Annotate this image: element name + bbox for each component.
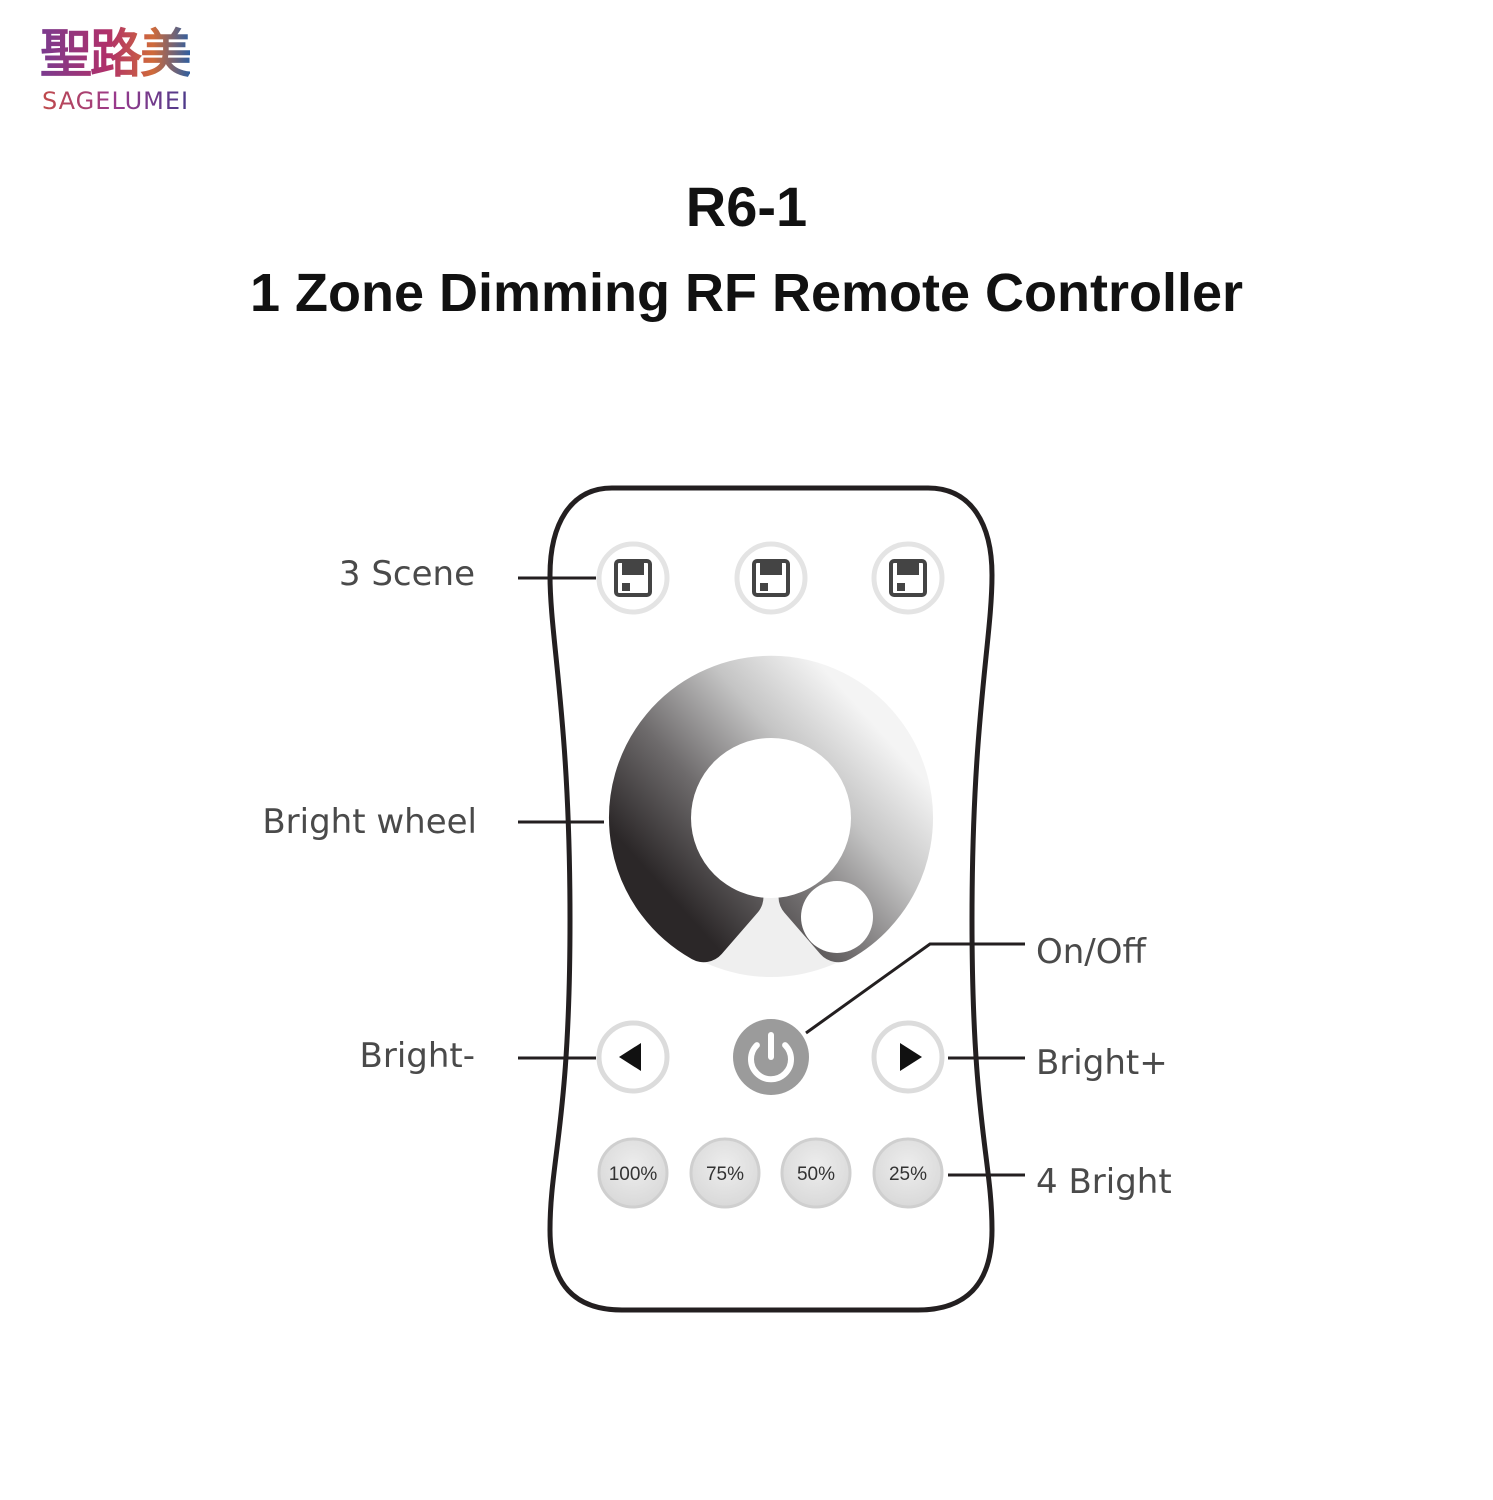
preset-label: 100% xyxy=(609,1164,658,1185)
label-bright-wheel: Bright wheel xyxy=(262,802,477,842)
preset-label: 75% xyxy=(706,1164,744,1185)
preset-label: 25% xyxy=(889,1164,927,1185)
logo-latin-text: SAGELUMEI xyxy=(42,87,190,115)
label-3-scene: 3 Scene xyxy=(338,554,475,594)
wheel-light-end xyxy=(801,881,873,953)
preset-label: 50% xyxy=(797,1164,835,1185)
brightness-wheel[interactable] xyxy=(609,655,933,977)
floppy-disk-icon xyxy=(614,559,652,597)
label-bright-minus: Bright- xyxy=(359,1036,475,1076)
scene-button-1[interactable] xyxy=(596,541,670,615)
floppy-disk-icon xyxy=(752,559,790,597)
label-4-bright: 4 Bright xyxy=(1036,1162,1172,1202)
preset-button-50[interactable]: 50% xyxy=(780,1137,852,1209)
triangle-left-icon xyxy=(619,1043,641,1071)
floppy-disk-icon xyxy=(889,559,927,597)
bright-plus-button[interactable] xyxy=(871,1020,945,1094)
preset-button-100[interactable]: 100% xyxy=(597,1137,669,1209)
brand-logo: 聖路美 SAGELUMEI xyxy=(40,25,215,120)
power-button[interactable] xyxy=(733,1019,809,1095)
wheel-gradient-arc xyxy=(609,655,933,963)
wheel-center xyxy=(691,738,851,898)
label-bright-plus: Bright+ xyxy=(1036,1043,1168,1083)
triangle-right-icon xyxy=(900,1043,922,1071)
preset-button-75[interactable]: 75% xyxy=(689,1137,761,1209)
scene-button-2[interactable] xyxy=(734,541,808,615)
leader-lines xyxy=(518,576,1025,1177)
label-on-off: On/Off xyxy=(1036,932,1146,972)
power-icon xyxy=(748,1032,794,1083)
page-subtitle: 1 Zone Dimming RF Remote Controller xyxy=(249,263,1244,323)
scene-button-3[interactable] xyxy=(871,541,945,615)
logo-cjk-text: 聖路美 xyxy=(40,25,192,85)
page-title: R6-1 xyxy=(685,175,808,238)
leader-on-off xyxy=(805,942,1025,1035)
preset-button-25[interactable]: 25% xyxy=(872,1137,944,1209)
bright-minus-button[interactable] xyxy=(596,1020,670,1094)
